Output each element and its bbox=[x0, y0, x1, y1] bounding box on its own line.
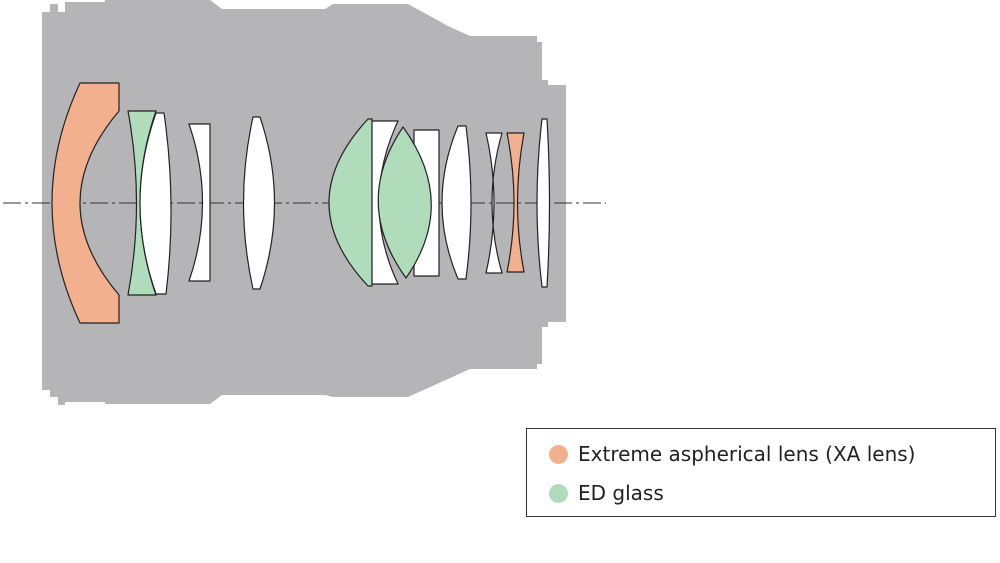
legend-item-xa-lens: Extreme aspherical lens (XA lens) bbox=[549, 442, 915, 466]
ed-glass-swatch-icon bbox=[549, 483, 568, 503]
lens-element-3 bbox=[139, 112, 172, 295]
lens-element-4 bbox=[188, 123, 211, 282]
lens-element-5 bbox=[242, 116, 276, 290]
lens-element-10 bbox=[441, 125, 472, 280]
legend-item-ed-glass: ED glass bbox=[549, 481, 664, 505]
legend: Extreme aspherical lens (XA lens) ED gla… bbox=[526, 428, 996, 517]
xa-lens-swatch-icon bbox=[549, 444, 568, 464]
legend-label: Extreme aspherical lens (XA lens) bbox=[578, 442, 916, 466]
lens-element-1-xa bbox=[51, 82, 120, 324]
legend-label: ED glass bbox=[578, 481, 664, 505]
lens-element-13 bbox=[536, 118, 551, 288]
lens-element-11 bbox=[485, 132, 503, 274]
lens-element-12-xa bbox=[506, 132, 525, 273]
lens-element-6-ed bbox=[328, 118, 373, 287]
lens-element-9-ed bbox=[377, 126, 432, 279]
